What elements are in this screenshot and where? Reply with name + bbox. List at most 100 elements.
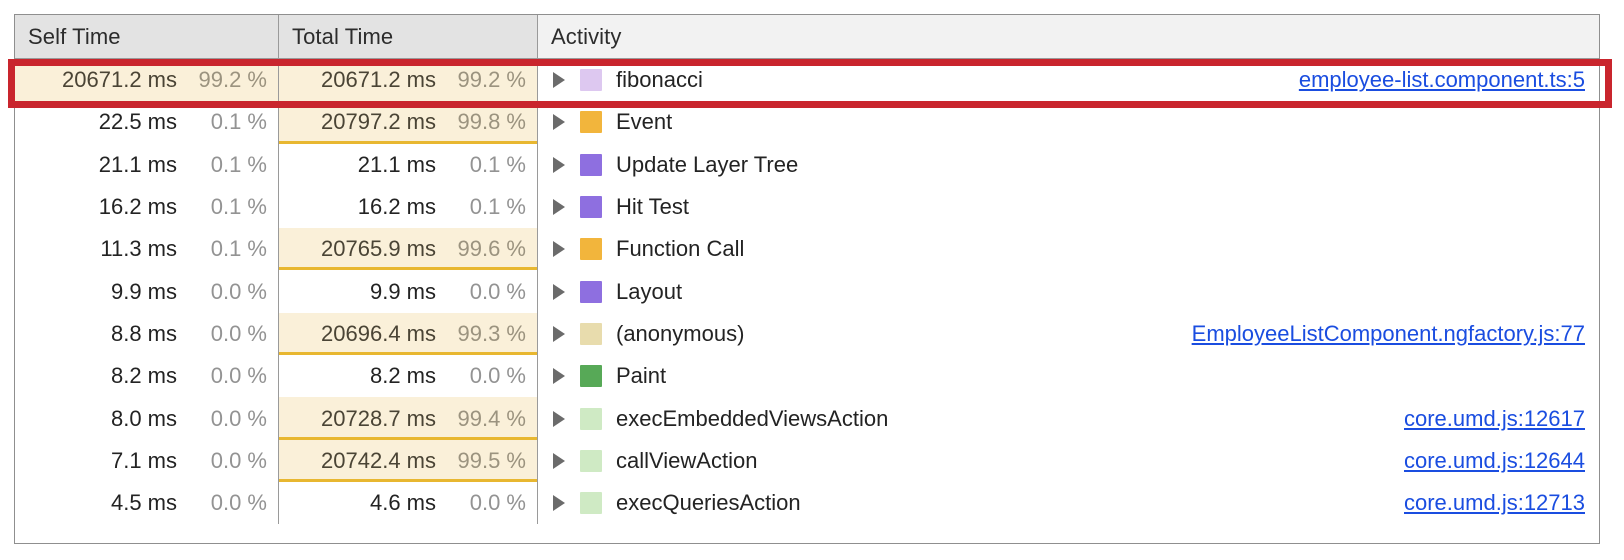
cell-total-time: 20728.7 ms 99.4 % xyxy=(279,397,538,440)
category-color-swatch-icon xyxy=(580,492,602,515)
source-location-link[interactable]: core.umd.js:12644 xyxy=(1404,447,1585,473)
self-time-percent: 0.0 % xyxy=(210,405,267,431)
activity-label: Event xyxy=(616,109,673,135)
total-time-value-group: 20728.7 ms 99.4 % xyxy=(321,406,526,432)
cell-self-time: 7.1 ms 0.0 % xyxy=(15,439,279,482)
self-time-value-group: 8.0 ms 0.0 % xyxy=(111,406,267,432)
column-header-activity[interactable]: Activity xyxy=(538,15,1599,58)
expand-triangle-icon[interactable] xyxy=(550,494,568,512)
column-header-activity-label: Activity xyxy=(551,23,622,49)
cell-activity: Layout xyxy=(538,270,1599,312)
total-time-percent: 99.6 % xyxy=(457,236,527,262)
expand-triangle-icon[interactable] xyxy=(550,283,568,301)
expand-triangle-icon[interactable] xyxy=(550,71,568,89)
table-row[interactable]: 8.0 ms 0.0 % 20728.7 ms 99.4 % execEmbeddedV… xyxy=(15,397,1599,440)
expand-triangle-icon[interactable] xyxy=(550,240,568,258)
column-header-self-time-label: Self Time xyxy=(28,23,121,49)
self-time-ms: 7.1 ms xyxy=(110,447,177,473)
total-time-percent: 99.5 % xyxy=(457,447,527,473)
category-color-swatch-icon xyxy=(580,238,602,261)
expand-triangle-icon[interactable] xyxy=(550,198,568,216)
category-color-swatch-icon xyxy=(580,322,602,345)
total-time-percent: 0.0 % xyxy=(469,490,526,516)
source-location-link[interactable]: core.umd.js:12713 xyxy=(1404,490,1585,516)
source-location-link[interactable]: core.umd.js:12617 xyxy=(1404,405,1585,431)
activity-label: Paint xyxy=(616,363,667,389)
activity-label: execEmbeddedViewsAction xyxy=(616,405,889,431)
expand-triangle-icon[interactable] xyxy=(550,325,568,343)
self-time-ms: 21.1 ms xyxy=(98,151,177,177)
activity-label: Update Layer Tree xyxy=(616,151,799,177)
activity-label: execQueriesAction xyxy=(616,490,801,516)
total-time-ms: 20797.2 ms xyxy=(321,109,436,135)
total-time-ms: 21.1 ms xyxy=(357,151,436,177)
self-time-ms: 4.5 ms xyxy=(110,490,177,516)
cell-activity: Hit Test xyxy=(538,186,1599,228)
activity-label: (anonymous) xyxy=(616,320,745,346)
cell-activity: Paint xyxy=(538,355,1599,397)
activity-label: callViewAction xyxy=(616,447,758,473)
total-time-ms: 9.9 ms xyxy=(369,278,436,304)
self-time-value-group: 20671.2 ms 99.2 % xyxy=(62,67,267,93)
cell-activity: Function Call xyxy=(538,228,1599,270)
cell-self-time: 20671.2 ms 99.2 % xyxy=(15,59,279,102)
activity-label: Hit Test xyxy=(616,194,689,220)
cell-activity: execQueriesAction core.umd.js:12713 xyxy=(538,482,1599,524)
column-header-total-time-label: Total Time xyxy=(292,23,394,49)
source-location-link[interactable]: EmployeeListComponent.ngfactory.js:77 xyxy=(1191,320,1585,346)
self-time-percent: 0.0 % xyxy=(210,447,267,473)
total-time-ms: 8.2 ms xyxy=(369,363,436,389)
expand-triangle-icon[interactable] xyxy=(550,452,568,470)
total-time-percent: 0.1 % xyxy=(469,194,526,220)
self-time-percent: 0.1 % xyxy=(210,151,267,177)
total-time-percent: 99.3 % xyxy=(457,320,527,346)
expand-triangle-icon[interactable] xyxy=(550,367,568,385)
self-time-percent: 99.2 % xyxy=(198,67,268,93)
column-header-total-time[interactable]: Total Time xyxy=(279,15,538,58)
total-time-ms: 20696.4 ms xyxy=(321,320,436,346)
expand-triangle-icon[interactable] xyxy=(550,156,568,174)
expand-triangle-icon[interactable] xyxy=(550,113,568,131)
self-time-ms: 8.0 ms xyxy=(110,405,177,431)
column-header-self-time[interactable]: Self Time xyxy=(15,15,279,58)
expand-triangle-icon[interactable] xyxy=(550,410,568,428)
total-time-percent: 0.0 % xyxy=(469,278,526,304)
self-time-ms: 8.8 ms xyxy=(110,320,177,346)
self-time-percent: 0.0 % xyxy=(210,490,267,516)
total-time-ms: 20728.7 ms xyxy=(321,405,436,431)
total-time-percent: 99.4 % xyxy=(457,405,527,431)
cell-total-time: 20696.4 ms 99.3 % xyxy=(279,312,538,356)
self-time-percent: 0.0 % xyxy=(210,363,267,389)
total-time-value-group: 20696.4 ms 99.3 % xyxy=(321,321,526,347)
bottom-up-table: Self Time Total Time Activity 20671.2 ms… xyxy=(14,14,1600,544)
source-location-link[interactable]: employee-list.component.ts:5 xyxy=(1298,67,1585,93)
self-time-ms: 20671.2 ms xyxy=(62,67,177,93)
activity-label: Layout xyxy=(616,278,683,304)
cell-activity: Update Layer Tree xyxy=(538,144,1599,186)
category-color-swatch-icon xyxy=(580,365,602,388)
